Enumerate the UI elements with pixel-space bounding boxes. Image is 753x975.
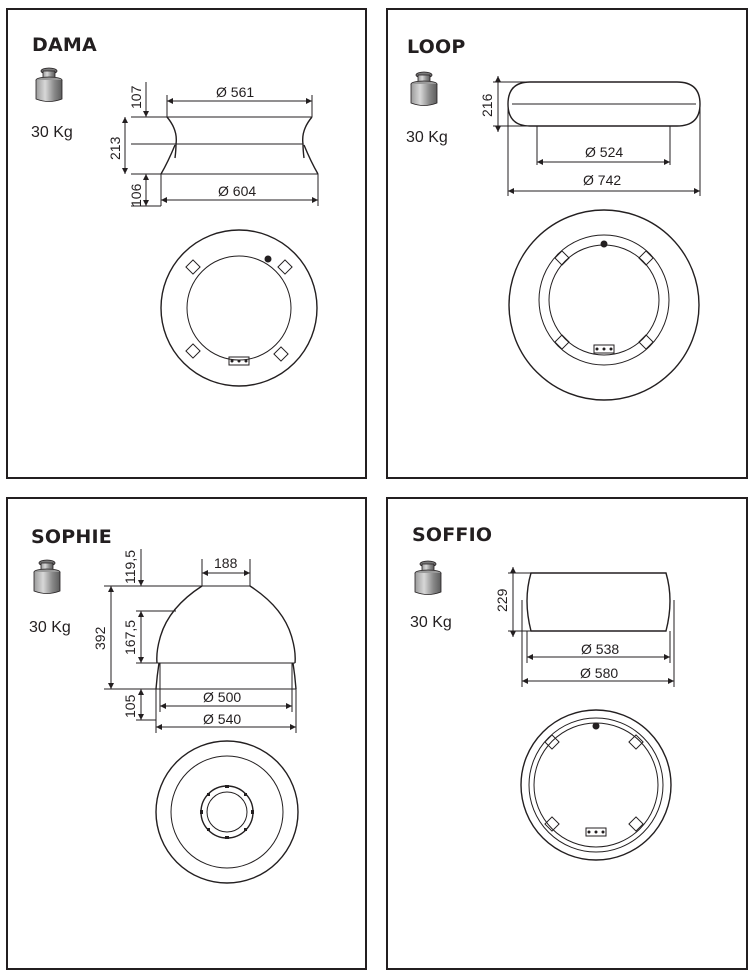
product-title-loop: LOOP: [407, 36, 466, 58]
sophie-total-height-label: 392: [92, 626, 108, 650]
product-title-dama: DAMA: [32, 34, 97, 56]
soffio-diameter-2-label: Ø 580: [580, 665, 618, 681]
loop-side-view: 216 Ø 524 Ø 742: [479, 76, 701, 196]
weight-icon-loop: [410, 71, 438, 106]
panel-sophie: [6, 497, 367, 970]
loop-top-view: [508, 209, 700, 401]
weight-icon-sophie: [33, 559, 61, 594]
sophie-top-width-label: 188: [214, 555, 238, 571]
soffio-height-label: 229: [494, 588, 510, 612]
loop-outer-diameter-label: Ø 742: [583, 172, 621, 188]
sophie-mid-height-label: 167,5: [122, 620, 138, 655]
sophie-top-height-label: 119,5: [122, 550, 138, 584]
soffio-diameter-1-label: Ø 538: [581, 641, 619, 657]
soffio-top-view: [520, 709, 672, 861]
loop-height-label: 216: [479, 93, 495, 117]
dama-top-view: [160, 229, 318, 387]
dama-bottom-diameter-label: Ø 604: [218, 183, 256, 199]
sophie-diameter-1-label: Ø 500: [203, 689, 241, 705]
sophie-top-view: [155, 740, 299, 884]
weight-label-dama: 30 Kg: [31, 124, 73, 141]
dama-bottom-height-label: 106: [128, 183, 144, 207]
dama-mid-height-label: 213: [107, 136, 123, 160]
weight-icon-soffio: [414, 560, 442, 595]
loop-inner-diameter-label: Ø 524: [585, 144, 623, 160]
sophie-diameter-2-label: Ø 540: [203, 711, 241, 727]
panel-soffio: [386, 497, 748, 970]
dama-side-view: Ø 561 107 213 106 Ø 604: [107, 82, 319, 207]
dama-top-height-label: 107: [128, 85, 144, 109]
product-title-soffio: SOFFIO: [412, 524, 493, 546]
sophie-bottom-height-label: 105: [122, 694, 138, 718]
panel-loop: [386, 8, 748, 479]
product-title-sophie: SOPHIE: [31, 526, 112, 548]
weight-icon-dama: [35, 67, 63, 102]
sophie-side-view: 188 119,5 392 167,5 105 Ø 500 Ø 540: [92, 549, 297, 733]
weight-label-loop: 30 Kg: [406, 129, 448, 146]
dama-top-diameter-label: Ø 561: [216, 84, 254, 100]
panel-dama: [6, 8, 367, 479]
weight-label-sophie: 30 Kg: [29, 619, 71, 636]
soffio-side-view: 229 Ø 538 Ø 580: [494, 567, 675, 687]
weight-label-soffio: 30 Kg: [410, 614, 452, 631]
